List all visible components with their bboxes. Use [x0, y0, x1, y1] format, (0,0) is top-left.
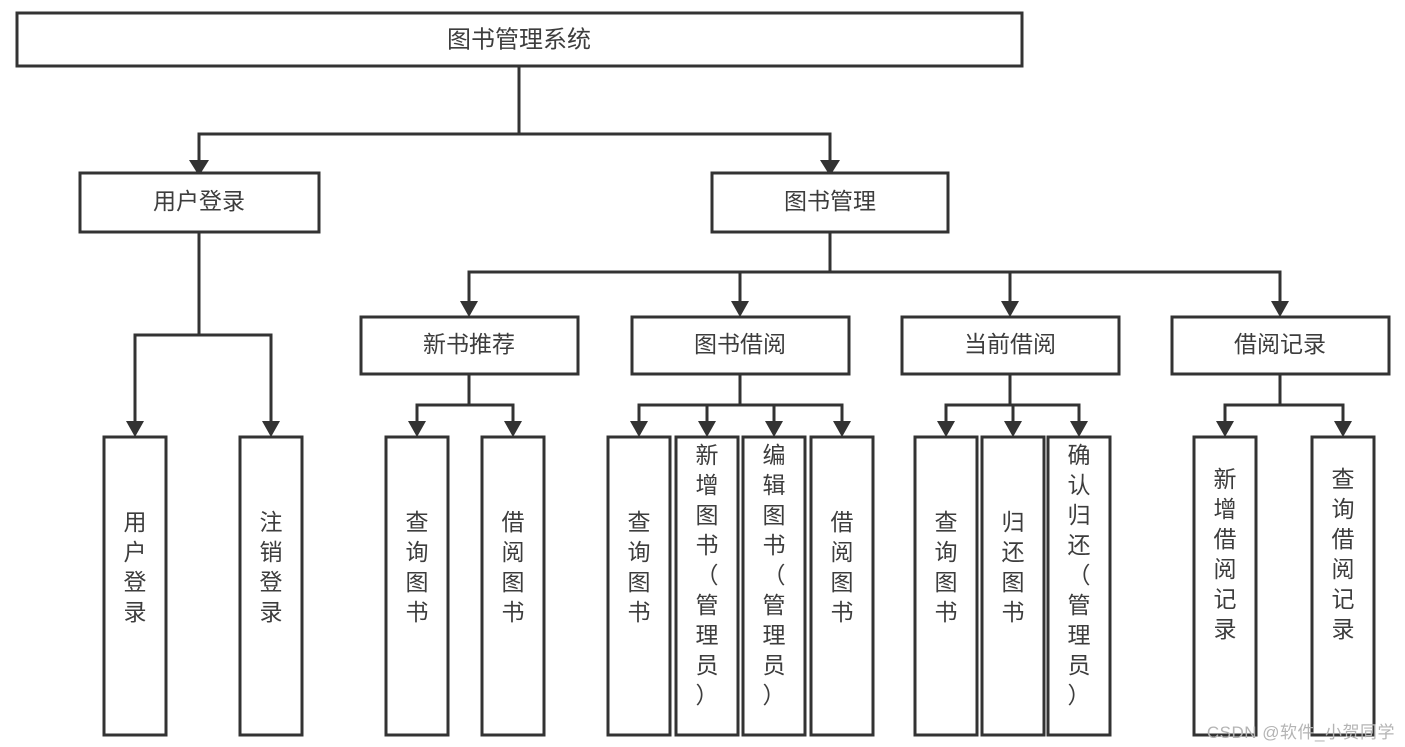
- node-new-book-recommend-box[interactable]: [359, 315, 580, 376]
- leaf-node[interactable]: 借阅图书: [480, 435, 546, 737]
- arrow-root-to-bookmgmt: [820, 160, 840, 176]
- node-borrow-record-label: 借阅记录: [1234, 331, 1326, 357]
- leaf-box[interactable]: [102, 435, 168, 737]
- arrow-borrow-leaf2: [698, 421, 716, 437]
- node-user-login-box[interactable]: [78, 171, 321, 234]
- node-book-management[interactable]: 图书管理: [710, 171, 950, 234]
- leaf-node[interactable]: 确认归还（管理员）: [1046, 435, 1112, 737]
- arrow-login-leaf1: [126, 421, 144, 437]
- node-new-book-recommend-label: 新书推荐: [423, 331, 515, 357]
- leaf-node[interactable]: 新增图书（管理员）: [674, 435, 740, 737]
- leaf-node[interactable]: 新增借阅记录: [1192, 435, 1258, 737]
- arrow-to-current: [1001, 301, 1019, 317]
- leaf-box[interactable]: [238, 435, 304, 737]
- arrow-current-leaf1: [937, 421, 955, 437]
- leaf-label: 新增借阅记录: [1214, 466, 1237, 642]
- node-book-management-box[interactable]: [710, 171, 950, 234]
- leaf-box[interactable]: [606, 435, 672, 737]
- leaf-label: 确认归还（管理员）: [1068, 442, 1091, 708]
- leaf-label: 查询图书: [935, 509, 958, 625]
- arrow-recommend-leaf2: [504, 421, 522, 437]
- arrow-borrow-leaf4: [833, 421, 851, 437]
- arrow-to-borrow: [731, 301, 749, 317]
- arrow-root-to-login: [189, 160, 209, 176]
- leaf-box[interactable]: [741, 435, 807, 737]
- leaf-box[interactable]: [809, 435, 875, 737]
- leaf-node[interactable]: 查询图书: [606, 435, 672, 737]
- leaf-layer: 用户登录 注销登录 查询图书 借阅图书 查询图书 新增图书: [102, 435, 1376, 737]
- node-current-borrow-box[interactable]: [900, 315, 1121, 376]
- leaf-node[interactable]: 查询借阅记录: [1310, 435, 1376, 737]
- leaf-node[interactable]: 归还图书: [980, 435, 1046, 737]
- arrow-login-leaf2: [262, 421, 280, 437]
- node-root-box[interactable]: [15, 11, 1024, 68]
- leaf-node[interactable]: 借阅图书: [809, 435, 875, 737]
- leaf-box[interactable]: [913, 435, 979, 737]
- leaf-box[interactable]: [1192, 435, 1258, 737]
- connector-layer: [126, 64, 1352, 437]
- arrow-record-leaf1: [1216, 421, 1234, 437]
- node-book-borrow-box[interactable]: [630, 315, 851, 376]
- leaf-label: 编辑图书（管理员）: [763, 442, 786, 708]
- arrow-borrow-leaf3: [765, 421, 783, 437]
- leaf-label: 借阅图书: [502, 509, 525, 625]
- leaf-label: 用户登录: [124, 509, 147, 625]
- leaf-node[interactable]: 注销登录: [238, 435, 304, 737]
- arrow-record-leaf2: [1334, 421, 1352, 437]
- leaf-node[interactable]: 查询图书: [913, 435, 979, 737]
- arrow-to-record: [1271, 301, 1289, 317]
- node-user-login-label: 用户登录: [153, 188, 245, 214]
- leaf-label: 查询图书: [406, 509, 429, 625]
- node-book-management-label: 图书管理: [784, 188, 876, 214]
- arrow-current-leaf2: [1004, 421, 1022, 437]
- node-current-borrow[interactable]: 当前借阅: [900, 315, 1121, 376]
- node-borrow-record[interactable]: 借阅记录: [1170, 315, 1391, 376]
- leaf-box[interactable]: [980, 435, 1046, 737]
- leaf-label: 注销登录: [260, 509, 283, 625]
- leaf-box[interactable]: [384, 435, 450, 737]
- arrow-recommend-leaf1: [408, 421, 426, 437]
- node-book-borrow-label: 图书借阅: [694, 331, 786, 357]
- arrow-current-leaf3: [1070, 421, 1088, 437]
- node-book-borrow[interactable]: 图书借阅: [630, 315, 851, 376]
- leaf-label: 新增图书（管理员）: [696, 442, 719, 708]
- leaf-label: 借阅图书: [831, 509, 854, 625]
- leaf-label: 归还图书: [1002, 509, 1025, 625]
- leaf-node[interactable]: 查询图书: [384, 435, 450, 737]
- leaf-box[interactable]: [480, 435, 546, 737]
- leaf-box[interactable]: [1046, 435, 1112, 737]
- node-new-book-recommend[interactable]: 新书推荐: [359, 315, 580, 376]
- leaf-box[interactable]: [674, 435, 740, 737]
- leaf-label: 查询借阅记录: [1332, 466, 1355, 642]
- node-root[interactable]: 图书管理系统: [15, 11, 1024, 68]
- node-root-label: 图书管理系统: [447, 26, 591, 53]
- leaf-node[interactable]: 用户登录: [102, 435, 168, 737]
- leaf-box[interactable]: [1310, 435, 1376, 737]
- node-borrow-record-box[interactable]: [1170, 315, 1391, 376]
- leaf-node[interactable]: 编辑图书（管理员）: [741, 435, 807, 737]
- arrow-borrow-leaf1: [630, 421, 648, 437]
- node-current-borrow-label: 当前借阅: [964, 331, 1056, 357]
- arrow-to-recommend: [460, 301, 478, 317]
- leaf-label: 查询图书: [628, 509, 651, 625]
- node-user-login[interactable]: 用户登录: [78, 171, 321, 234]
